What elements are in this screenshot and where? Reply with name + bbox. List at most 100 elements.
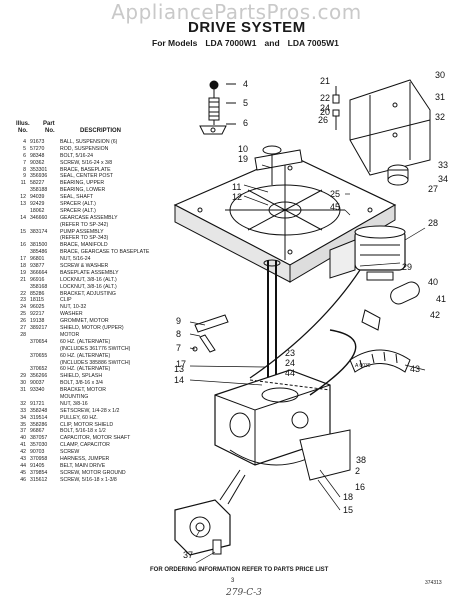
part-description: SHIELD, MOTOR (UPPER)	[60, 325, 124, 332]
part-number: 18062	[30, 207, 45, 214]
part-number: 93340	[30, 387, 45, 394]
part-description: SEAL, CENTER POST	[60, 173, 114, 180]
illus-number: 42	[20, 449, 26, 456]
illus-number: 25	[20, 311, 26, 318]
parts-row: 18062 SPACER (ALT.)	[12, 208, 212, 215]
illus-number: 16	[20, 242, 26, 249]
part-number: 358188	[30, 187, 48, 194]
part-number: 389217	[30, 325, 48, 332]
illus-number: 32	[20, 400, 26, 407]
illus-number: 45	[20, 469, 26, 476]
callout-label: 30	[435, 70, 445, 80]
subtitle-model-b: LDA 7005W1	[287, 38, 339, 48]
part-number: 90362	[30, 159, 45, 166]
illus-number: 23	[20, 297, 26, 304]
motor-bracket-drawing	[332, 79, 431, 176]
callout-label: 33	[438, 160, 448, 170]
part-description: SPACER (ALT.)	[60, 201, 96, 208]
part-description: HARNESS, JUMPER	[60, 455, 110, 462]
part-number: 379854	[30, 469, 48, 476]
illus-number: 44	[20, 462, 26, 469]
leader-lines	[189, 164, 426, 564]
parts-row: (INCLUDES 385886 SWITCH)	[12, 360, 212, 367]
splash-shield-drawing	[349, 349, 411, 373]
callout-label: 2	[355, 466, 360, 476]
header-illus-no: No.	[18, 128, 28, 134]
illus-number: 8	[23, 166, 26, 173]
part-number: 58227	[30, 180, 45, 187]
callout-label: 9	[176, 316, 181, 326]
callout-label: 8	[176, 329, 181, 339]
part-description: CLIP, MOTOR SHIELD	[60, 421, 114, 428]
part-description: NUT, 10-32	[60, 304, 87, 311]
illus-number: 33	[20, 407, 26, 414]
illus-number: 40	[20, 435, 26, 442]
part-number: 57270	[30, 145, 45, 152]
illus-number: 26	[20, 318, 26, 325]
callout-label: 34	[438, 174, 448, 184]
callout-label: 26	[318, 115, 328, 125]
callout-label: 18	[343, 492, 353, 502]
part-number: 92429	[30, 201, 45, 208]
part-description: LOCKNUT, 3/8-16 (ALT.)	[60, 283, 117, 290]
parts-row: 46 315612 SCREW, 5/16-18 x 1-3/8	[12, 477, 212, 484]
part-number: 357030	[30, 442, 48, 449]
part-description: SPACER (ALT.)	[60, 207, 96, 214]
part-number: 92217	[30, 311, 45, 318]
part-description: SCREW, 5/16-18 x 1-3/8	[60, 476, 117, 483]
document-code: 374313	[425, 580, 442, 586]
callout-label: 28	[428, 218, 438, 228]
part-number: 370652	[30, 366, 48, 373]
part-description: BOLT, 3/8-16 x 3/4	[60, 380, 103, 387]
part-number: 358286	[30, 421, 48, 428]
part-number: 19138	[30, 318, 45, 325]
callout-label: 45	[330, 202, 340, 212]
callout-label: 32	[435, 112, 445, 122]
part-number: 96916	[30, 276, 45, 283]
parts-row: 358168 LOCKNUT, 3/8-16 (ALT.)	[12, 284, 212, 291]
callout-label: 25	[330, 189, 340, 199]
callout-label: 29	[402, 262, 412, 272]
part-number: 358168	[30, 283, 48, 290]
part-description: BALL, SUSPENSION (6)	[60, 139, 118, 145]
callout-label: 21	[320, 76, 330, 86]
illus-number: 27	[20, 325, 26, 332]
callout-label: 14	[174, 375, 184, 385]
part-description: BRACE, GEARCASE TO BASEPLATE	[60, 249, 150, 256]
part-description: ROD, SUSPENSION	[60, 145, 109, 152]
illus-number: 13	[20, 201, 26, 208]
part-description: SCREW, 5/16-24 x 3/8	[60, 159, 113, 166]
part-number: 315612	[30, 476, 48, 483]
part-description: BRACE, MANIFOLD	[60, 242, 108, 249]
part-description: 60 HZ. (ALTERNATE)	[60, 338, 111, 345]
illus-number: 21	[20, 276, 26, 283]
pulley-drawing	[387, 164, 409, 186]
callout-label: 24	[320, 103, 330, 113]
gearcase-drawing	[214, 369, 351, 481]
part-number: 356936	[30, 173, 48, 180]
callout-label: 15	[343, 505, 353, 515]
callout-label: 5	[243, 98, 248, 108]
part-description: CAPACITOR, MOTOR SHAFT	[60, 435, 131, 442]
callout-label: 43	[410, 364, 420, 374]
subtitle-joiner: and	[264, 38, 280, 48]
part-number: 346660	[30, 214, 48, 221]
illus-number: 46	[20, 476, 26, 483]
header-part-no: No.	[45, 128, 55, 134]
callout-label: 40	[428, 277, 438, 287]
callout-label: 19	[238, 154, 248, 164]
part-description: BEARING, UPPER	[60, 180, 105, 187]
callout-label: 38	[356, 455, 366, 465]
